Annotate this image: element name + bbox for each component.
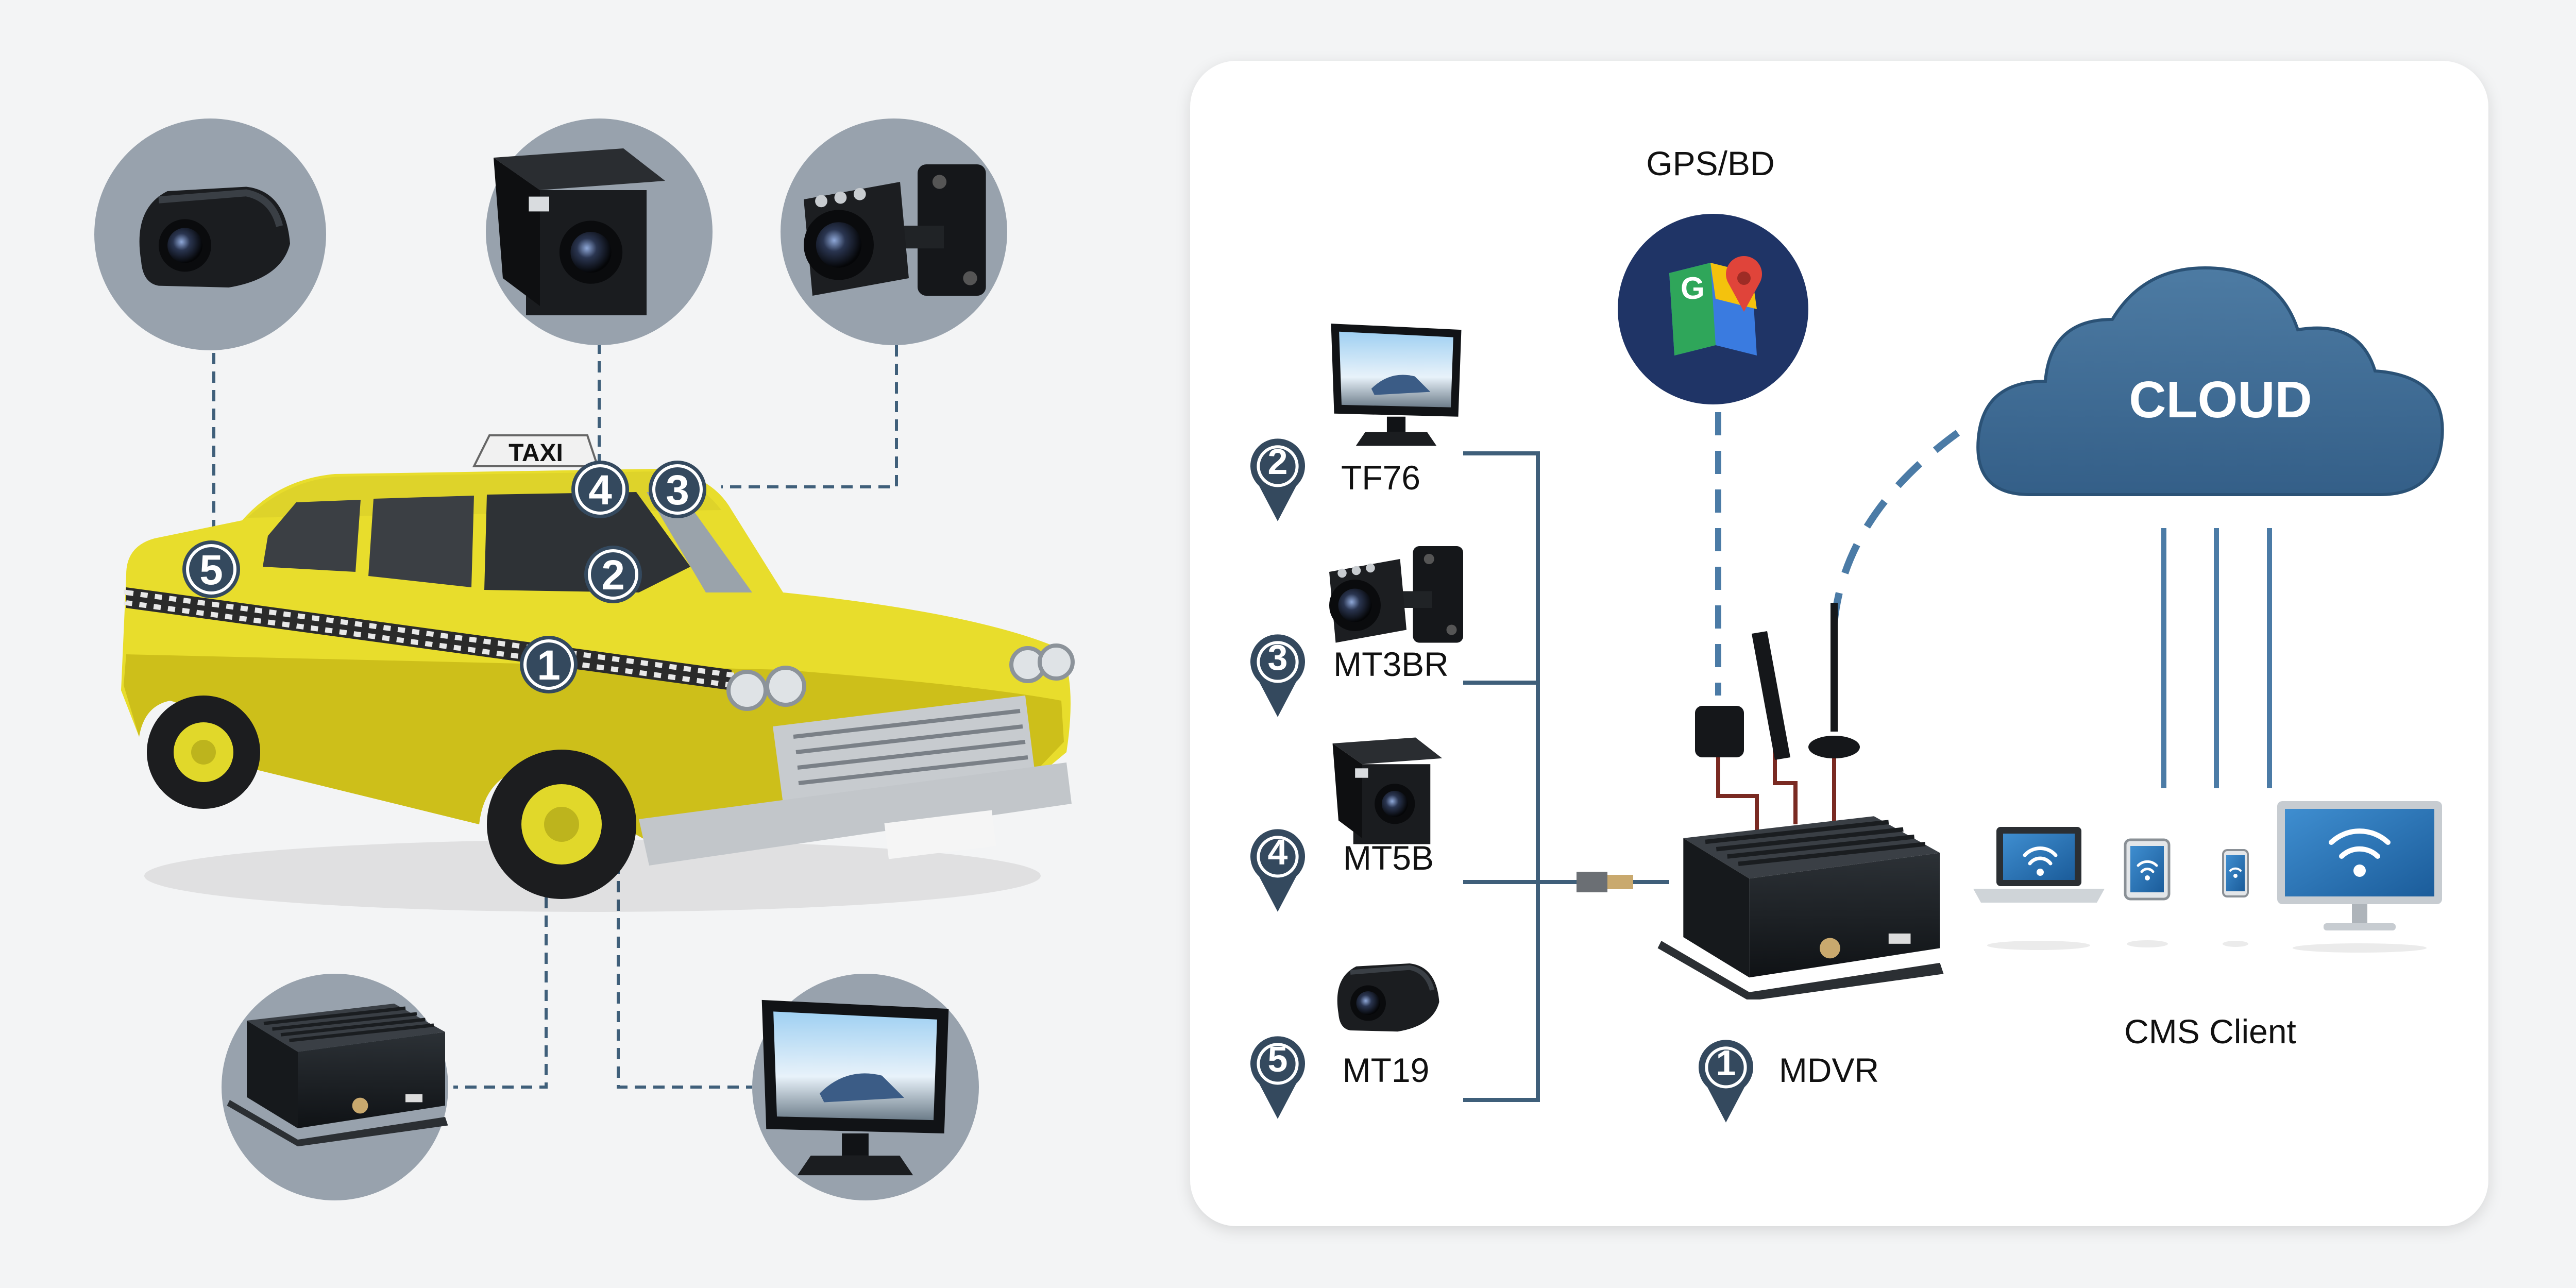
peripheral-mt5b: 4 MT5B (1250, 737, 1443, 912)
svg-text:G: G (1681, 271, 1705, 306)
wireless-link (1831, 430, 1960, 624)
desktop-monitor-icon (2277, 801, 2442, 953)
taxi-installation-panel: TAXI 1 2 3 4 5 (94, 118, 1075, 1200)
svg-text:1: 1 (1716, 1043, 1736, 1083)
cms-client-devices (1973, 801, 2442, 953)
cloud-client-links (2161, 528, 2272, 788)
taxi-marker-1: 1 (520, 636, 578, 693)
peripheral-label: MT19 (1343, 1051, 1430, 1089)
peripheral-bus-lines (1463, 451, 1577, 1102)
thumb-mdvr (222, 974, 448, 1200)
peripheral-mt19: 5 MT19 (1250, 963, 1439, 1119)
thumb-dome-camera (94, 118, 326, 350)
cloud-label: CLOUD (2129, 371, 2312, 429)
system-topology-card: GPS/BD G CLOUD 2 TF76 (1190, 61, 2488, 1226)
connector-plug (1577, 872, 1669, 892)
thumb-bracket-camera (781, 118, 1007, 345)
cms-client-label: CMS Client (2124, 1012, 2296, 1050)
roof-sign-text: TAXI (509, 439, 563, 467)
svg-text:2: 2 (601, 552, 625, 599)
peripheral-tf76: 2 TF76 (1250, 324, 1462, 521)
svg-text:2: 2 (1268, 442, 1288, 482)
taxi-marker-3: 3 (649, 461, 706, 518)
mdvr-label: MDVR (1779, 1051, 1879, 1089)
svg-text:5: 5 (199, 547, 223, 594)
svg-text:1: 1 (537, 642, 561, 689)
gps-label: GPS/BD (1646, 144, 1774, 182)
peripheral-label: TF76 (1341, 459, 1420, 497)
thumb-box-camera (486, 118, 713, 345)
peripheral-label: MT5B (1343, 839, 1434, 877)
svg-text:3: 3 (666, 467, 689, 514)
taxi-marker-2: 2 (584, 546, 642, 603)
svg-text:4: 4 (588, 467, 612, 514)
thumb-monitor (752, 974, 979, 1200)
taxi-marker-5: 5 (182, 540, 240, 598)
svg-text:4: 4 (1268, 832, 1288, 872)
gps-map-icon: G (1618, 214, 1808, 404)
cloud-icon: CLOUD (1976, 266, 2444, 496)
peripheral-label: MT3BR (1333, 645, 1449, 683)
svg-text:3: 3 (1268, 637, 1288, 677)
wifi-icon (2023, 828, 2391, 880)
taxi-marker-4: 4 (571, 461, 629, 518)
phone-icon (2222, 849, 2249, 947)
mdvr-device (1658, 603, 1944, 1001)
svg-text:5: 5 (1268, 1039, 1288, 1079)
peripheral-mt3br: 3 MT3BR (1250, 546, 1463, 717)
mdvr-label-group: 1 MDVR (1699, 1040, 1879, 1122)
